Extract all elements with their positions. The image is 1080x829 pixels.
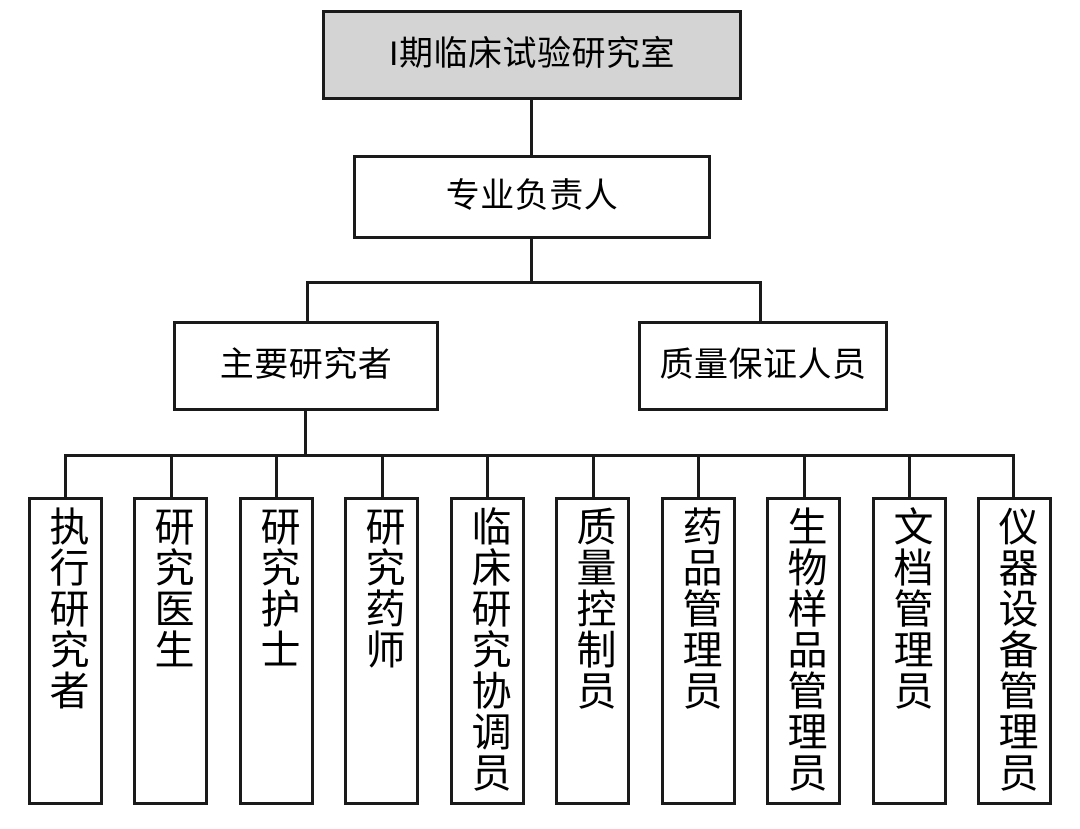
connector-root-to-lead [530,100,533,155]
node-executing-investigator[interactable]: 执行研究者 [28,497,103,805]
connector-drop-6 [592,454,595,497]
node-research-pharmacist[interactable]: 研究药师 [344,497,419,805]
connector-drop-10 [1012,454,1015,497]
node-document-manager-label: 文档管理员 [887,506,932,711]
connector-drop-4 [381,454,384,497]
connector-drop-5 [486,454,489,497]
node-biosample-manager-label: 生物样品管理员 [781,506,826,793]
node-root-lab[interactable]: I期临床试验研究室 [322,10,742,100]
node-research-nurse-label: 研究护士 [254,506,299,670]
connector-lead-to-qa [759,281,762,321]
node-research-doctor-label: 研究医生 [148,506,193,670]
node-quality-assurance[interactable]: 质量保证人员 [638,321,888,411]
connector-drop-3 [275,454,278,497]
node-document-manager[interactable]: 文档管理员 [872,497,947,805]
node-quality-assurance-label: 质量保证人员 [659,346,867,385]
node-equipment-manager[interactable]: 仪器设备管理员 [977,497,1052,805]
connector-drop-2 [170,454,173,497]
node-principal-investigator-label: 主要研究者 [219,346,393,385]
node-professional-lead[interactable]: 专业负责人 [353,155,711,239]
node-drug-manager[interactable]: 药品管理员 [661,497,736,805]
node-root-lab-label: I期临床试验研究室 [389,35,675,74]
connector-drop-9 [908,454,911,497]
node-principal-investigator[interactable]: 主要研究者 [173,321,439,411]
node-biosample-manager[interactable]: 生物样品管理员 [766,497,841,805]
node-research-nurse[interactable]: 研究护士 [239,497,314,805]
node-quality-control-officer-label: 质量控制员 [570,506,615,711]
connector-lead-bus [306,281,762,284]
connector-drop-1 [64,454,67,497]
connector-leaf-bus [64,454,1015,457]
connector-pi-stem [304,411,307,456]
node-equipment-manager-label: 仪器设备管理员 [992,506,1037,793]
connector-lead-to-pi [306,281,309,321]
connector-drop-7 [697,454,700,497]
node-drug-manager-label: 药品管理员 [676,506,721,711]
node-executing-investigator-label: 执行研究者 [43,506,88,711]
node-professional-lead-label: 专业负责人 [445,177,619,216]
node-clinical-research-coordinator[interactable]: 临床研究协调员 [450,497,525,805]
node-research-pharmacist-label: 研究药师 [359,506,404,670]
connector-lead-stem [530,239,533,282]
node-clinical-research-coordinator-label: 临床研究协调员 [465,506,510,793]
connector-drop-8 [803,454,806,497]
node-quality-control-officer[interactable]: 质量控制员 [555,497,630,805]
node-research-doctor[interactable]: 研究医生 [133,497,208,805]
